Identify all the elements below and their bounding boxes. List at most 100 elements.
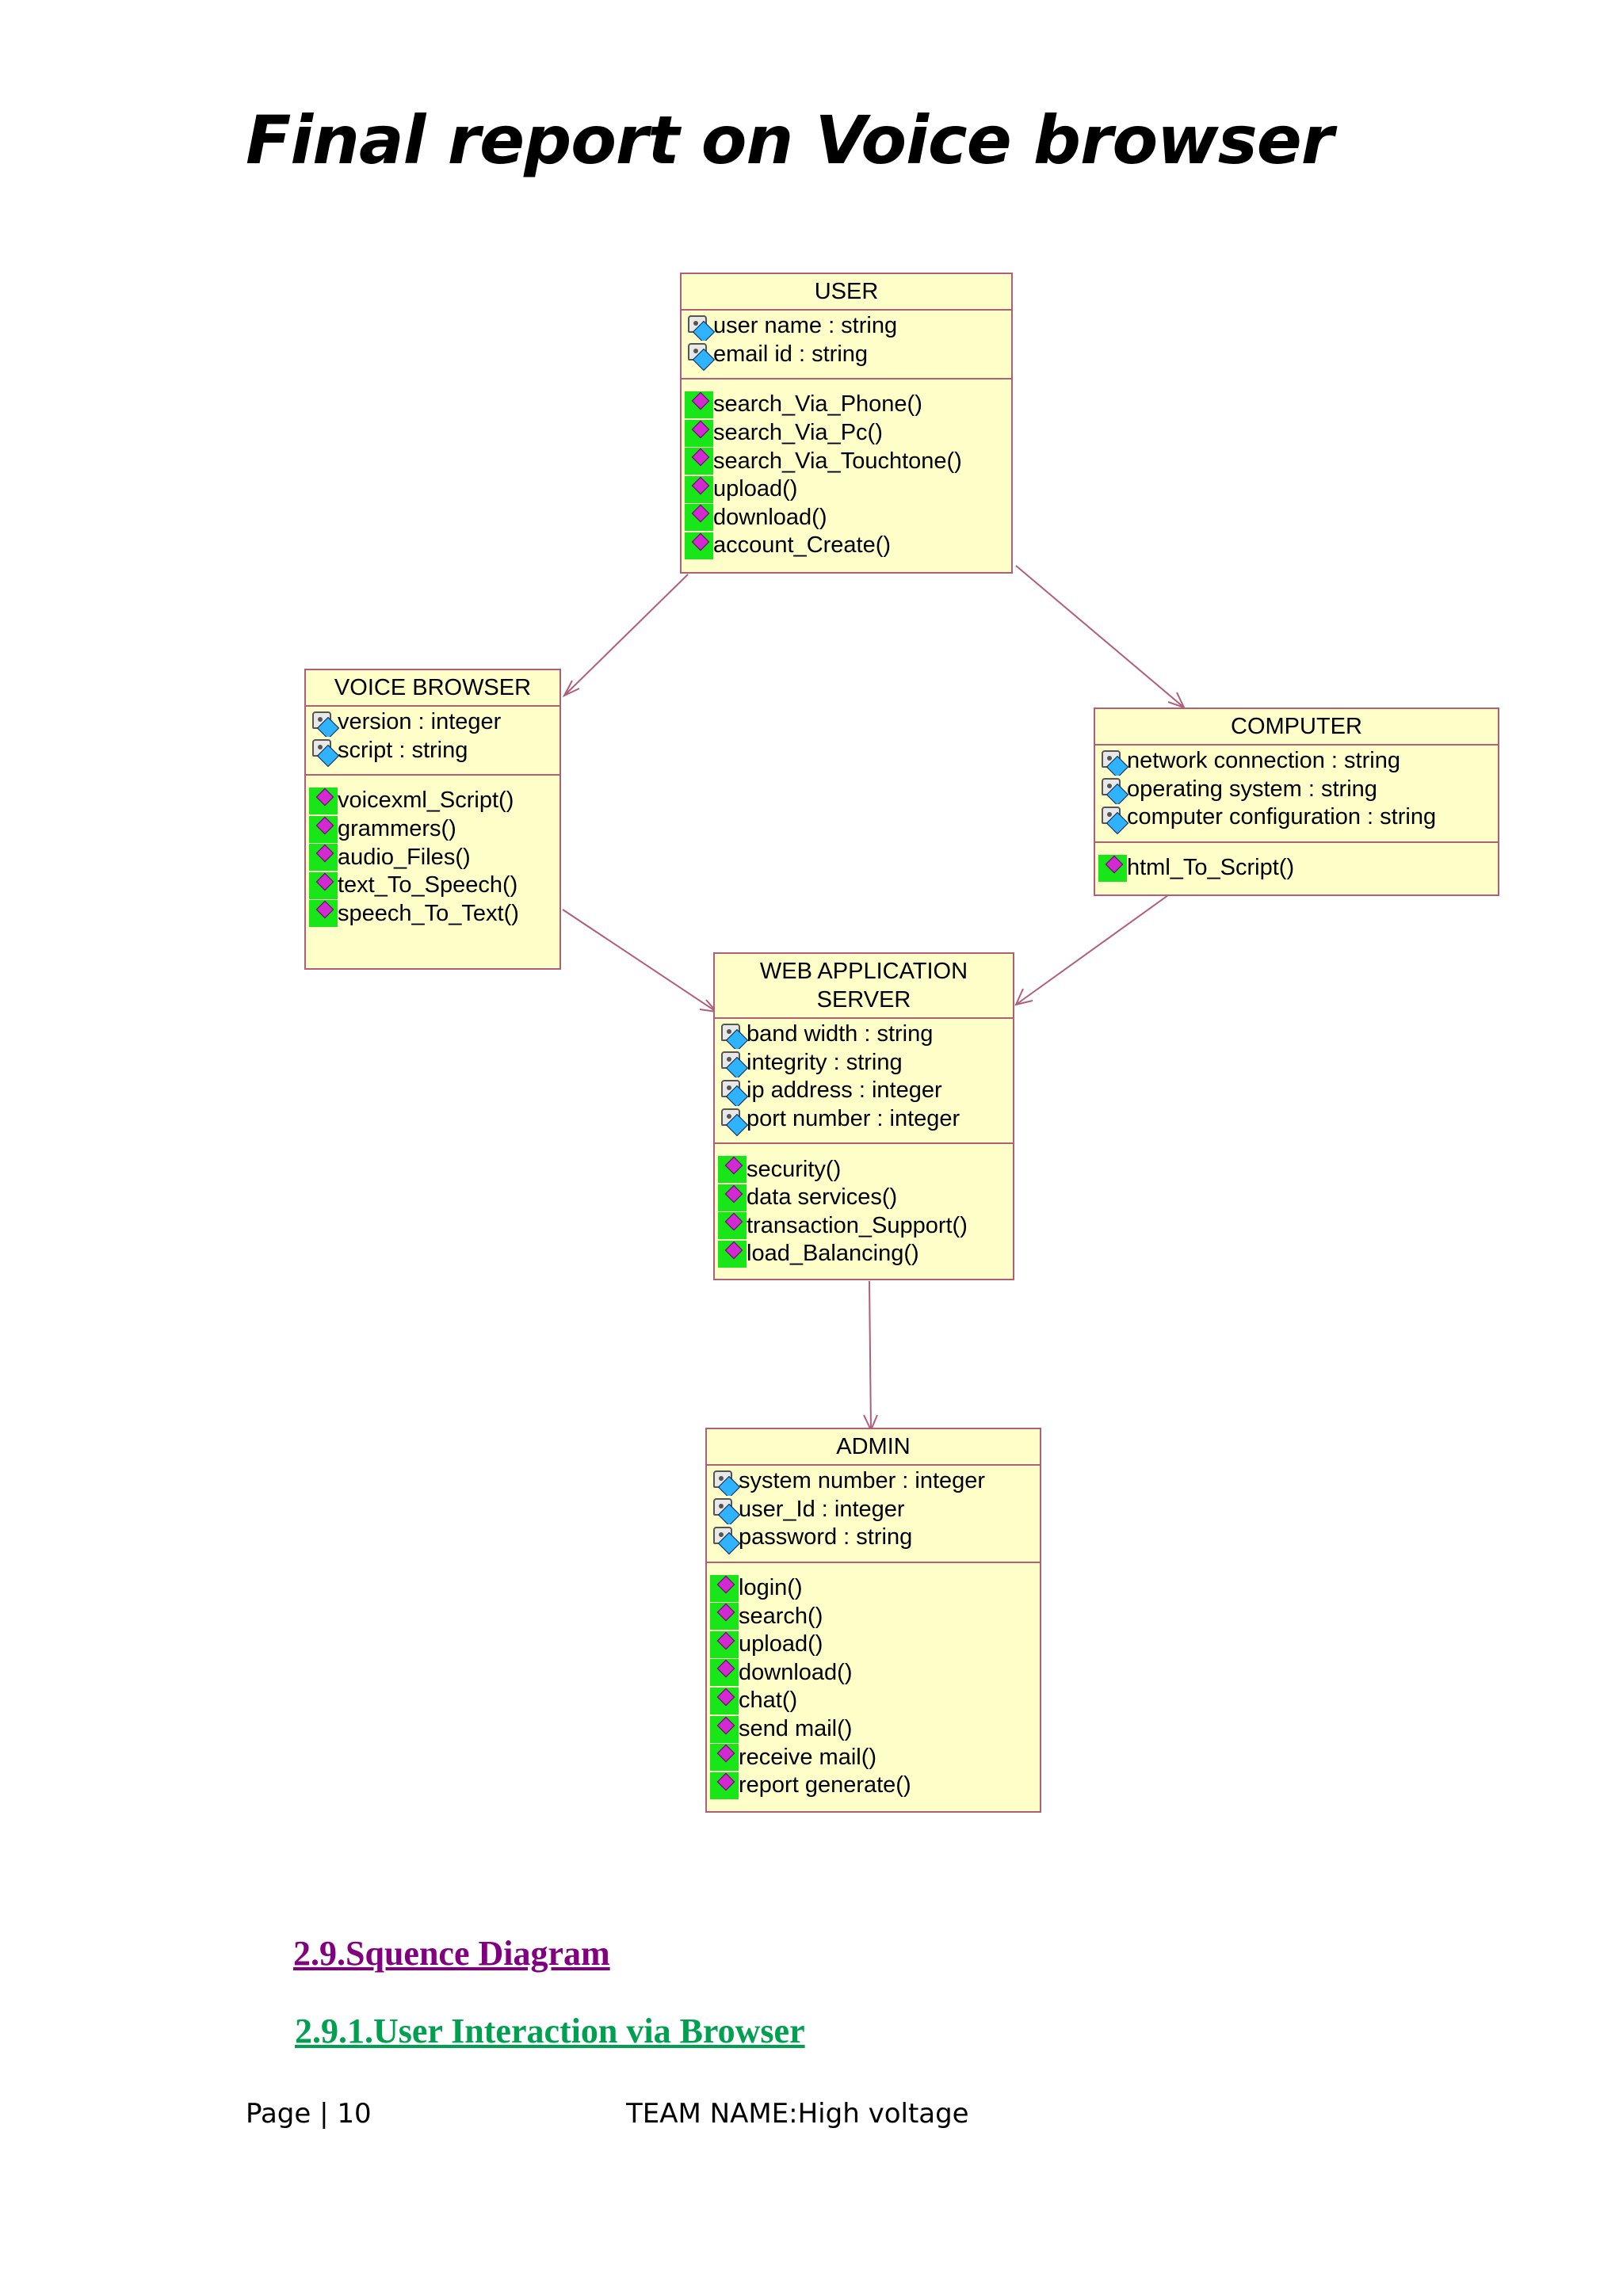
attribute-text: band width : string	[747, 1021, 934, 1047]
operation-icon	[710, 1744, 739, 1772]
attribute-icon	[718, 1105, 749, 1136]
operation-icon	[685, 475, 713, 503]
class-name: VOICE BROWSER	[306, 670, 559, 707]
operation-icon	[710, 1772, 739, 1799]
operation-text: security()	[747, 1156, 842, 1182]
section-heading-sequence-diagram[interactable]: 2.9.Squence Diagram	[293, 1934, 610, 1973]
attributes-compartment: band width : string integrity : string i…	[715, 1019, 1013, 1145]
operation-icon	[718, 1184, 747, 1211]
class-admin: ADMIN system number : integer user_Id : …	[705, 1428, 1041, 1813]
operation-text: load_Balancing()	[747, 1241, 919, 1267]
operation-text: text_To_Speech()	[338, 872, 518, 898]
operation-row: upload()	[707, 1630, 1040, 1659]
operation-icon	[710, 1630, 739, 1658]
operation-icon	[710, 1659, 739, 1687]
operation-text: report generate()	[739, 1772, 911, 1798]
operation-row: transaction_Support()	[715, 1212, 1013, 1241]
attribute-text: user name : string	[713, 313, 898, 339]
attribute-row: operating system : string	[1095, 776, 1498, 807]
operation-icon	[309, 900, 338, 928]
operation-text: audio_Files()	[338, 844, 471, 870]
operations-compartment: search_Via_Phone() search_Via_Pc() searc…	[682, 379, 1011, 566]
attribute-icon	[1098, 803, 1129, 835]
footer-team-name: TEAM NAME:High voltage	[626, 2098, 969, 2130]
operation-icon	[685, 504, 713, 532]
operation-icon	[309, 844, 338, 871]
attributes-compartment: network connection : string operating sy…	[1095, 746, 1498, 843]
attribute-icon	[685, 341, 716, 372]
operations-compartment: html_To_Script()	[1095, 843, 1498, 889]
operation-row: search()	[707, 1602, 1040, 1630]
operation-row: security()	[715, 1155, 1013, 1184]
attribute-icon	[710, 1467, 741, 1498]
operation-text: voicexml_Script()	[338, 788, 514, 814]
operation-text: search_Via_Phone()	[713, 391, 922, 418]
operation-row: text_To_Speech()	[306, 871, 559, 900]
operation-icon	[1098, 854, 1127, 882]
attribute-icon	[718, 1020, 749, 1051]
operation-row: send mail()	[707, 1715, 1040, 1744]
attribute-row: ip address : integer	[715, 1077, 1013, 1108]
class-user: USER user name : string email id : strin…	[680, 273, 1013, 574]
arrow-user-to-computer	[1015, 565, 1186, 709]
operation-row: voicexml_Script()	[306, 787, 559, 815]
class-voice-browser: VOICE BROWSER version : integer script :…	[304, 669, 561, 970]
operation-row: receive mail()	[707, 1743, 1040, 1772]
attribute-text: password : string	[739, 1524, 913, 1550]
attributes-compartment: user name : string email id : string	[682, 311, 1011, 380]
attribute-text: network connection : string	[1127, 748, 1400, 774]
attribute-row: email id : string	[682, 341, 1011, 372]
attributes-compartment: system number : integer user_Id : intege…	[707, 1466, 1040, 1563]
attribute-text: operating system : string	[1127, 776, 1377, 802]
operation-text: search_Via_Touchtone()	[713, 448, 962, 474]
operation-row: login()	[707, 1574, 1040, 1603]
operation-icon	[718, 1240, 747, 1268]
attribute-icon	[718, 1077, 749, 1108]
operation-text: data services()	[747, 1184, 898, 1211]
operation-row: report generate()	[707, 1772, 1040, 1800]
operation-row: html_To_Script()	[1095, 854, 1498, 883]
attribute-row: system number : integer	[707, 1467, 1040, 1498]
operations-compartment: security() data services() transaction_S…	[715, 1144, 1013, 1274]
operation-text: send mail()	[739, 1716, 853, 1742]
operation-icon	[710, 1687, 739, 1714]
class-name: ADMIN	[707, 1429, 1040, 1466]
operation-text: upload()	[713, 476, 798, 502]
operation-icon	[718, 1156, 747, 1184]
operation-text: chat()	[739, 1688, 798, 1714]
attribute-row: integrity : string	[715, 1049, 1013, 1080]
operation-icon	[718, 1212, 747, 1240]
operation-icon	[309, 815, 338, 843]
operation-icon	[685, 419, 713, 447]
operation-text: grammers()	[338, 816, 456, 842]
attribute-text: ip address : integer	[747, 1077, 942, 1104]
operation-text: transaction_Support()	[747, 1212, 968, 1238]
operation-icon	[710, 1574, 739, 1602]
class-web-application-server: WEB APPLICATION SERVER band width : stri…	[713, 952, 1014, 1280]
class-name: USER	[682, 274, 1011, 311]
attribute-text: email id : string	[713, 341, 869, 367]
arrow-voice-browser-to-web-app-server	[562, 909, 719, 1013]
operation-row: data services()	[715, 1184, 1013, 1212]
operation-row: search_Via_Phone()	[682, 391, 1011, 419]
operation-row: audio_Files()	[306, 843, 559, 871]
operation-row: download()	[682, 504, 1011, 532]
attribute-icon	[718, 1049, 749, 1080]
attribute-text: system number : integer	[739, 1468, 986, 1494]
arrow-web-app-server-to-admin	[863, 1280, 878, 1432]
section-heading-user-interaction[interactable]: 2.9.1.User Interaction via Browser	[295, 2012, 805, 2050]
class-name: WEB APPLICATION SERVER	[715, 954, 1013, 1019]
operation-text: login()	[739, 1575, 803, 1601]
attribute-text: computer configuration : string	[1127, 804, 1437, 830]
operation-row: upload()	[682, 475, 1011, 504]
operation-row: speech_To_Text()	[306, 900, 559, 929]
attribute-row: password : string	[707, 1524, 1040, 1555]
attributes-compartment: version : integer script : string	[306, 707, 559, 776]
operation-text: search()	[739, 1603, 823, 1629]
attribute-icon	[309, 737, 340, 768]
attribute-text: integrity : string	[747, 1049, 903, 1075]
attribute-row: band width : string	[715, 1020, 1013, 1051]
class-name-line2: SERVER	[816, 987, 911, 1013]
operation-icon	[309, 871, 338, 899]
operation-icon	[309, 787, 338, 814]
